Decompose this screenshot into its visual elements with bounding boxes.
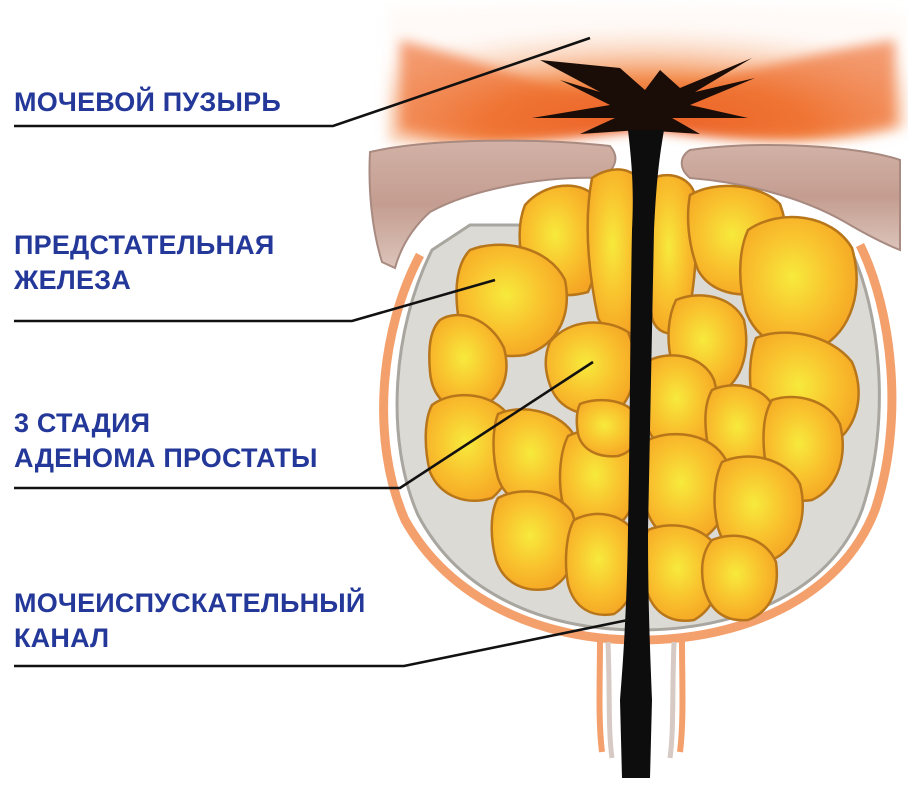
label-prostate-gland: ПРЕДСТАТЕЛЬНАЯ ЖЕЛЕЗА — [14, 228, 275, 298]
label-urethra-line-2: КАНАЛ — [14, 621, 366, 656]
label-adenoma-line-2: АДЕНОМА ПРОСТАТЫ — [14, 441, 318, 476]
bladder-tissue — [388, 3, 905, 145]
label-bladder-line-1: МОЧЕВОЙ ПУЗЫРЬ — [14, 85, 281, 120]
label-adenoma-line-1: 3 СТАДИЯ — [14, 406, 318, 441]
label-bladder: МОЧЕВОЙ ПУЗЫРЬ — [14, 85, 281, 120]
label-prostate-line-2: ЖЕЛЕЗА — [14, 263, 275, 298]
label-urethra-line-1: МОЧЕИСПУСКАТЕЛЬНЫЙ — [14, 586, 366, 621]
label-prostate-line-1: ПРЕДСТАТЕЛЬНАЯ — [14, 228, 275, 263]
label-adenoma-stage: 3 СТАДИЯ АДЕНОМА ПРОСТАТЫ — [14, 406, 318, 476]
label-urethra: МОЧЕИСПУСКАТЕЛЬНЫЙ КАНАЛ — [14, 586, 366, 656]
